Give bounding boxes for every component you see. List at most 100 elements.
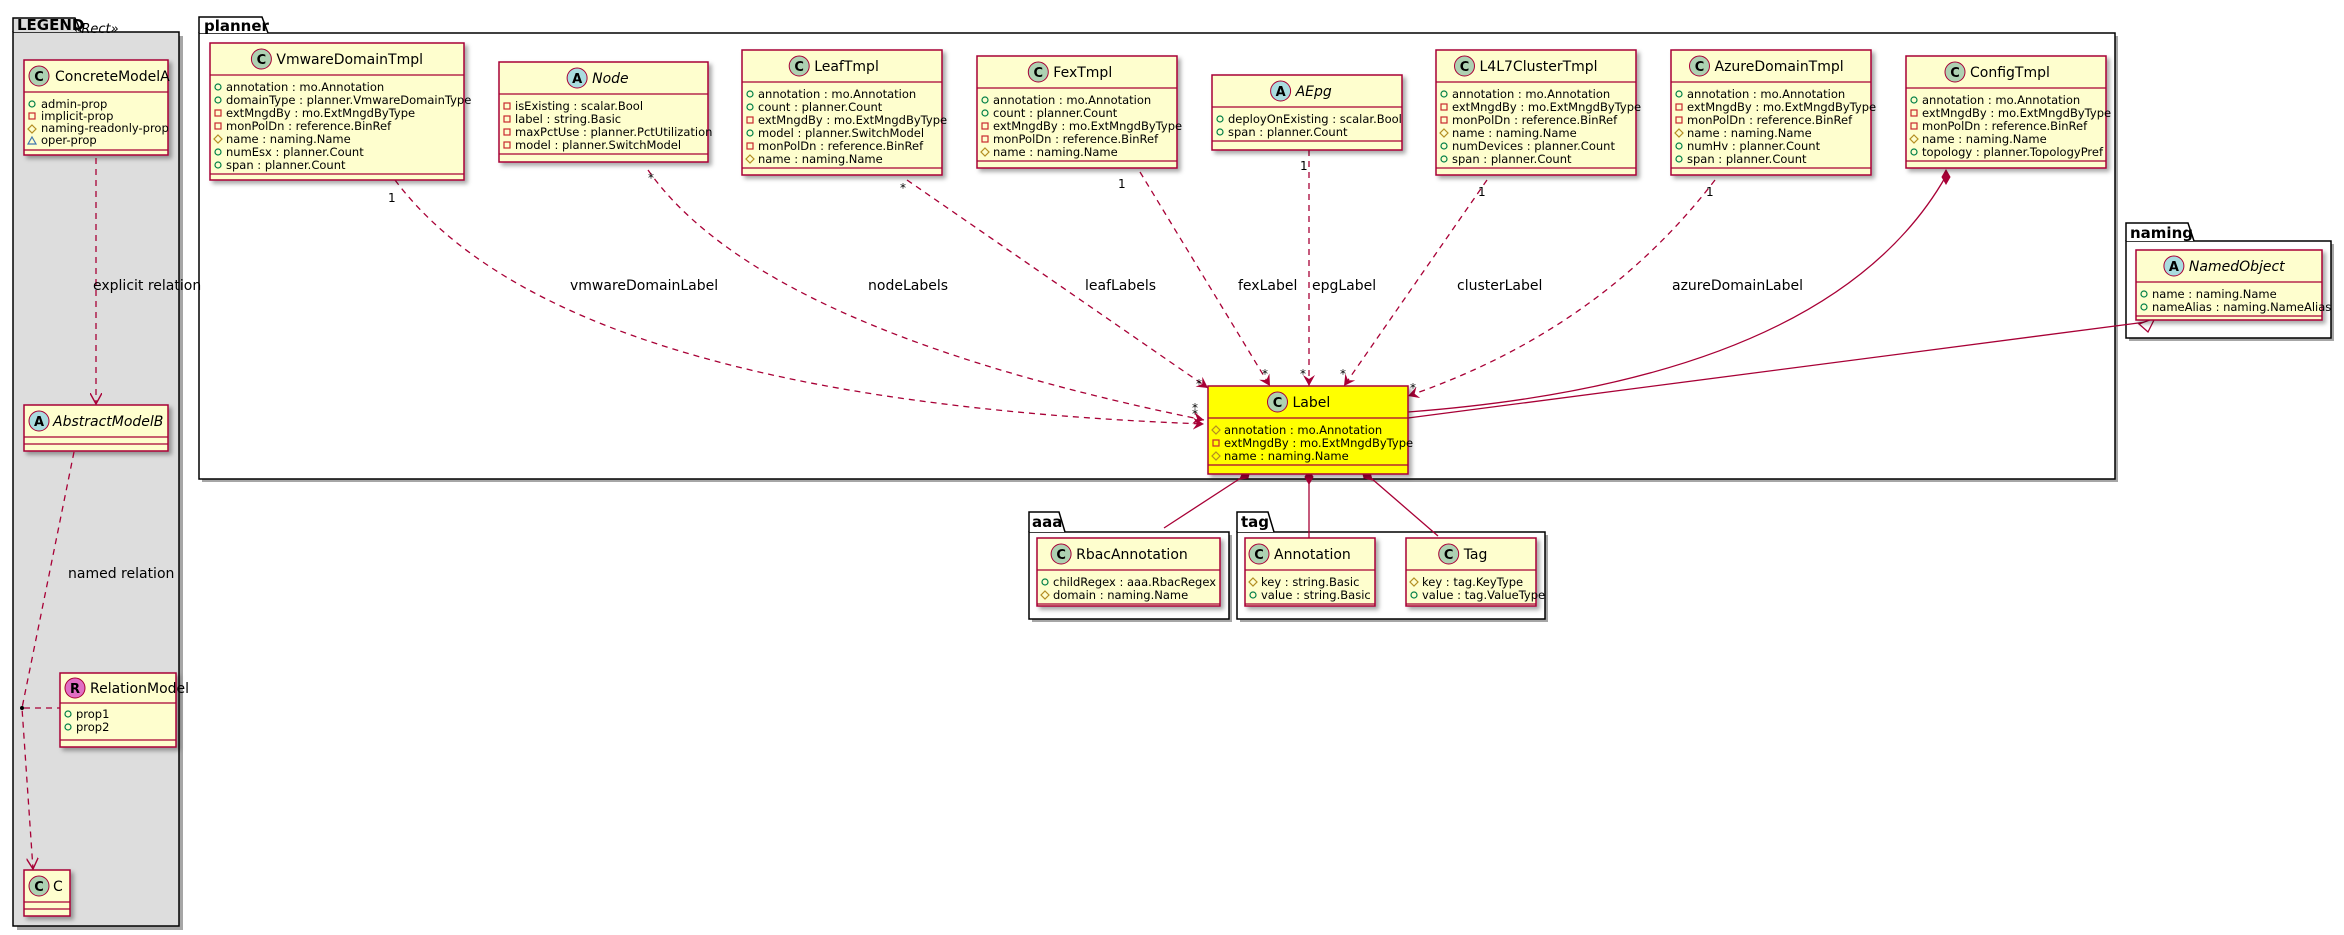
- relation-line-leaflabels: [906, 179, 1209, 389]
- legend-named-relation-line: [21, 451, 75, 869]
- class-prop: name : naming.Name: [2152, 287, 2277, 301]
- class-c-icon: [28, 65, 50, 87]
- public-visibility-icon: [214, 161, 222, 169]
- class-prop: annotation : mo.Annotation: [226, 80, 384, 94]
- class-prop: span : planner.Count: [1452, 152, 1572, 166]
- public-visibility-icon: [64, 723, 72, 731]
- public-visibility-icon: [1675, 155, 1683, 163]
- class-box: [209, 42, 465, 181]
- class-name: ConfigTmpl: [1970, 65, 2050, 81]
- public-visibility-icon: [64, 710, 72, 718]
- protected-visibility-icon: [1211, 425, 1221, 435]
- abstract-class-a-icon: [566, 67, 588, 89]
- svg-text:C: C: [34, 70, 44, 85]
- public-visibility-icon: [981, 96, 989, 104]
- class-c-icon: [1027, 61, 1049, 83]
- class-name: AEpg: [1295, 84, 1332, 100]
- relation-point: [20, 706, 24, 710]
- class-prop: childRegex : aaa.RbacRegex: [1053, 575, 1216, 589]
- class-name: Tag: [1463, 547, 1488, 563]
- class-prop: name : naming.Name: [1922, 132, 2047, 146]
- class-prop: annotation : mo.Annotation: [1687, 87, 1845, 101]
- class-prop: value : string.Basic: [1261, 588, 1371, 602]
- private-visibility-icon: [1675, 103, 1683, 111]
- class-box: [498, 61, 709, 163]
- class-prop: nameAlias : naming.NameAlias: [2152, 300, 2331, 314]
- class-name: Label: [1293, 395, 1331, 411]
- class-prop: annotation : mo.Annotation: [1922, 93, 2080, 107]
- class-prop: numDevices : planner.Count: [1452, 139, 1615, 153]
- public-visibility-icon: [746, 103, 754, 111]
- class-prop: name : naming.Name: [993, 145, 1118, 159]
- class-prop: admin-prop: [41, 97, 107, 111]
- class-prop: numHv : planner.Count: [1687, 139, 1821, 153]
- svg-text:C: C: [1460, 60, 1470, 75]
- class-prop: model : planner.SwitchModel: [758, 126, 924, 140]
- class-prop: numEsx : planner.Count: [226, 145, 364, 159]
- class-prop: naming-readonly-prop: [41, 121, 169, 135]
- class-prop: implicit-prop: [41, 109, 113, 123]
- class-box: [1211, 74, 1403, 151]
- package-visibility-icon: [26, 135, 38, 145]
- svg-text:C: C: [257, 53, 267, 68]
- class-prop: extMngdBy : mo.ExtMngdByType: [758, 113, 947, 127]
- class-prop: count : planner.Count: [758, 100, 883, 114]
- class-prop: count : planner.Count: [993, 106, 1118, 120]
- class-prop: annotation : mo.Annotation: [1452, 87, 1610, 101]
- planner-package-label: planner: [204, 17, 270, 35]
- class-prop: monPolDn : reference.BinRef: [758, 139, 924, 153]
- multiplicity: 1: [1118, 177, 1126, 191]
- class-prop: monPolDn : reference.BinRef: [1452, 113, 1618, 127]
- tag-package-label: tag: [1241, 513, 1269, 531]
- svg-text:C: C: [34, 880, 44, 895]
- relation-line-fexlabel: [1139, 171, 1271, 387]
- public-visibility-icon: [1675, 90, 1683, 98]
- private-visibility-icon: [1910, 109, 1918, 117]
- protected-visibility-icon: [213, 134, 223, 144]
- public-visibility-icon: [2140, 303, 2148, 311]
- generalization-triangle: [2137, 316, 2157, 334]
- composition-line-configtmpl: [1407, 175, 1947, 413]
- abstract-class-a-icon: [1270, 80, 1292, 102]
- svg-text:R: R: [70, 682, 80, 697]
- class-name: Annotation: [1274, 547, 1351, 563]
- multiplicity: 1: [1478, 185, 1486, 199]
- class-c-icon: [28, 875, 50, 897]
- private-visibility-icon: [981, 122, 989, 130]
- class-box: [741, 49, 943, 176]
- generalization-line-namedobject: [1407, 321, 2147, 419]
- private-visibility-icon: [1910, 122, 1918, 130]
- class-name: AbstractModelB: [52, 414, 163, 430]
- class-abstractmodelb: A AbstractModelB: [23, 404, 169, 452]
- class-c-icon: [1267, 391, 1288, 413]
- public-visibility-icon: [746, 90, 754, 98]
- class-prop: name : naming.Name: [226, 132, 351, 146]
- class-prop: monPolDn : reference.BinRef: [993, 132, 1159, 146]
- class-name: LeafTmpl: [814, 59, 879, 75]
- protected-visibility-icon: [27, 124, 37, 134]
- class-prop: deployOnExisting : scalar.Bool: [1228, 112, 1402, 126]
- class-prop: key : string.Basic: [1261, 575, 1359, 589]
- class-prop: value : tag.ValueType: [1422, 588, 1545, 602]
- class-name: RbacAnnotation: [1076, 547, 1188, 563]
- class-prop: monPolDn : reference.BinRef: [1687, 113, 1853, 127]
- class-prop: name : naming.Name: [1224, 449, 1349, 463]
- class-prop: domain : naming.Name: [1053, 588, 1188, 602]
- class-box: [976, 55, 1178, 169]
- public-visibility-icon: [1440, 155, 1448, 163]
- legend-stereotype: «Rect»: [73, 22, 118, 37]
- svg-text:C: C: [1254, 548, 1264, 563]
- class-name: C: [53, 879, 63, 895]
- multiplicity: *: [1262, 367, 1268, 381]
- relation-label-nodelabels: nodeLabels: [868, 278, 948, 294]
- svg-text:C: C: [1273, 396, 1283, 411]
- private-visibility-icon: [214, 109, 222, 117]
- class-c-icon: [1944, 61, 1966, 83]
- protected-visibility-icon: [1211, 451, 1221, 461]
- abstract-class-a-icon: [2163, 255, 2185, 277]
- class-box: [1405, 537, 1537, 607]
- aaa-package-label: aaa: [1032, 513, 1062, 531]
